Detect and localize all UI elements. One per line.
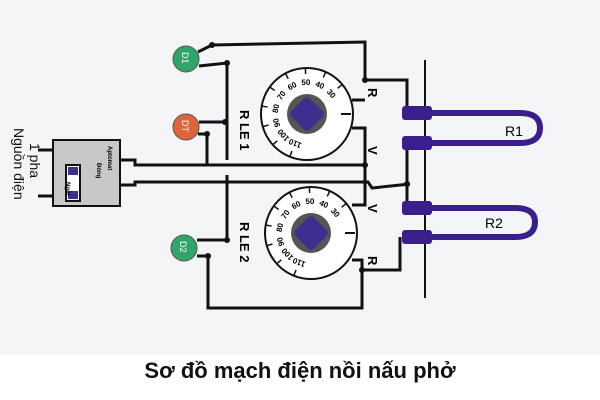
dial-tick <box>284 73 289 80</box>
svg-text:DT: DT <box>180 120 190 132</box>
dial-tick <box>326 190 331 197</box>
circuit-diagram: Nguồn điện 1 pha Aptomat Đóng Ngắt D1 DT… <box>0 0 600 355</box>
dial-scale-label: 40 <box>318 198 330 210</box>
heater-r1 <box>430 110 544 146</box>
dial-tick <box>289 150 293 157</box>
relay-1-terminal-v: V <box>365 146 380 155</box>
dial-knob <box>294 216 328 250</box>
lamp-d1: D1 <box>172 45 200 73</box>
dial-tick <box>266 243 273 247</box>
relay-1-label: R LE 1 <box>237 110 252 150</box>
dial-tick <box>276 259 282 265</box>
dial-tick <box>262 124 269 128</box>
svg-text:Nguồn điện: Nguồn điện <box>11 128 27 200</box>
heater-r2 <box>430 205 539 240</box>
dial-tick <box>272 140 278 146</box>
svg-text:1 pha: 1 pha <box>27 143 43 178</box>
lamp-d2: D2 <box>170 234 198 262</box>
dial-tick <box>261 105 268 108</box>
dial-tick <box>293 269 297 276</box>
lamp-dt: DT <box>172 113 200 141</box>
dial-tick <box>269 86 276 92</box>
junction-dots <box>204 42 410 273</box>
dial-scale-label: 50 <box>301 78 311 87</box>
dial-scale-label: 90 <box>275 236 286 248</box>
dial-tick <box>341 202 347 208</box>
dial-knob <box>290 97 324 131</box>
heater-r2-label: R2 <box>485 215 503 231</box>
svg-text:D2: D2 <box>178 241 188 253</box>
svg-text:Aptomat: Aptomat <box>106 146 112 170</box>
svg-text:D1: D1 <box>180 52 190 64</box>
relay-2-label: R LE 2 <box>237 222 252 262</box>
svg-text:Đóng: Đóng <box>95 163 101 179</box>
relay-1-terminal-r: R <box>365 88 380 98</box>
dial-scale-label: 80 <box>271 103 282 114</box>
dial-scale-label: 90 <box>271 117 282 129</box>
heater-terminals <box>402 106 432 244</box>
dial-tick <box>265 224 272 227</box>
dial-tick <box>288 192 293 199</box>
circuit-breaker[interactable]: Aptomat Đóng Ngắt <box>52 139 121 207</box>
heater-r1-label: R1 <box>505 123 523 139</box>
relay-2-terminal-v: V <box>365 204 380 213</box>
svg-text:Ngắt: Ngắt <box>64 182 71 195</box>
dial-tick <box>322 71 327 78</box>
dial-scale-label: 80 <box>275 222 286 233</box>
dial-tick <box>273 205 280 211</box>
diagram-caption: Sơ đồ mạch điện nồi nấu phở <box>144 358 456 383</box>
dial-scale-label: 40 <box>314 79 326 91</box>
dial-tick <box>337 83 343 89</box>
dial-scale-label: 50 <box>305 197 315 206</box>
power-source-label: Nguồn điện 1 pha <box>11 128 43 200</box>
relay-2-terminal-r: R <box>365 256 380 266</box>
